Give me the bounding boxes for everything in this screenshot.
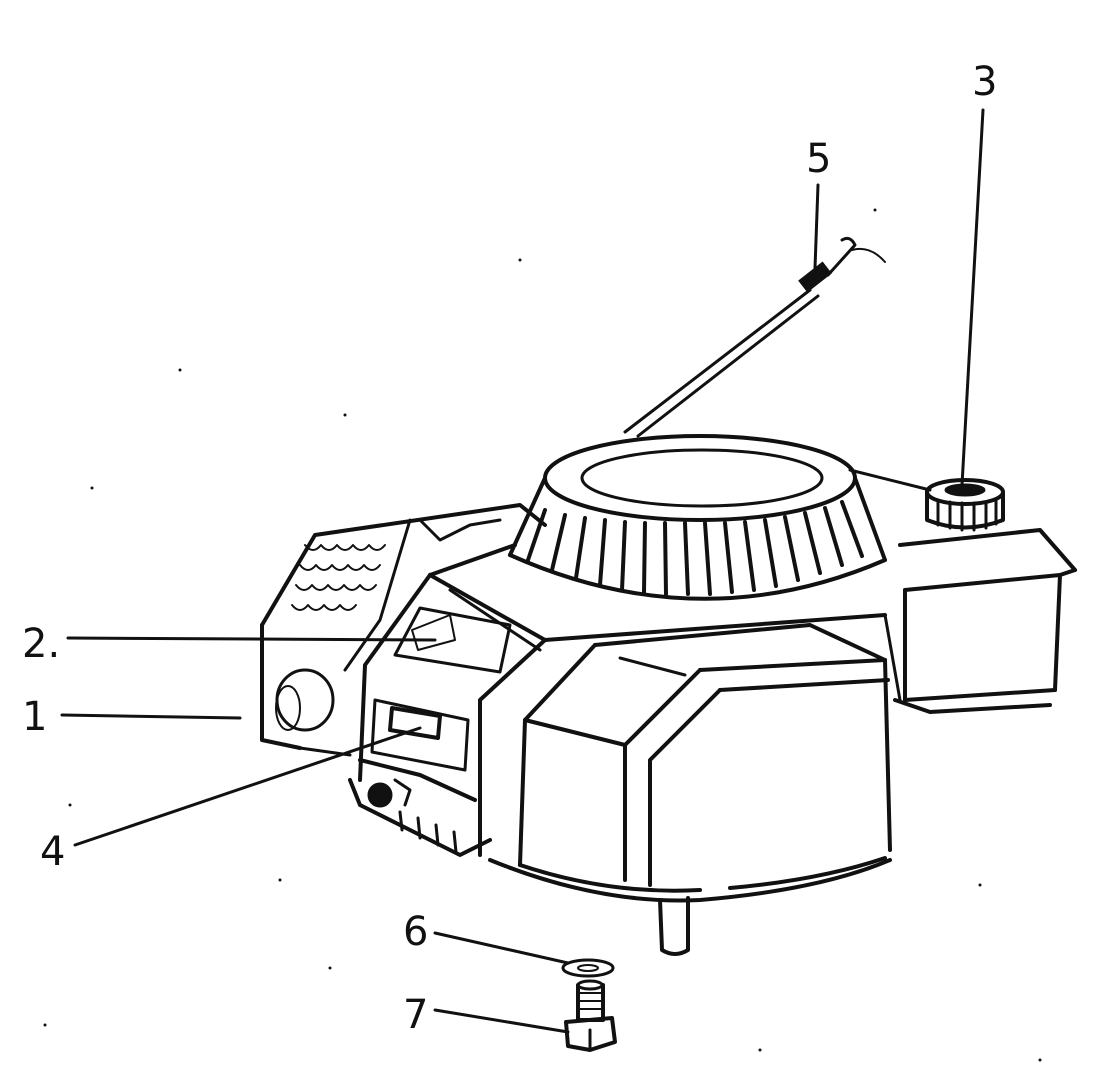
leader-line-5 bbox=[813, 183, 820, 270]
fuel-cap bbox=[925, 478, 1005, 532]
engine-shroud bbox=[358, 543, 902, 857]
air-filter-housing bbox=[488, 623, 892, 903]
crankshaft bbox=[658, 896, 690, 956]
callout-label-6: 6 bbox=[403, 909, 428, 955]
callout-label-7: 7 bbox=[403, 992, 428, 1038]
fuel-tank bbox=[848, 468, 1077, 714]
leader-line-3 bbox=[960, 108, 985, 487]
recoil-starter-housing bbox=[508, 434, 887, 601]
callout-6: 6 bbox=[403, 909, 570, 965]
callouts: 1 2. 3 4 5 6 7 bbox=[22, 59, 997, 1038]
leader-line-1 bbox=[60, 713, 242, 720]
throttle-cable bbox=[623, 236, 886, 438]
leader-line-2 bbox=[66, 636, 437, 642]
callout-label-5: 5 bbox=[806, 136, 831, 182]
cylinder-fin-block bbox=[260, 503, 547, 757]
washer bbox=[561, 958, 615, 978]
callout-5: 5 bbox=[806, 136, 831, 270]
carburetor-linkage bbox=[348, 758, 492, 857]
callout-7: 7 bbox=[403, 992, 570, 1038]
leader-line-4 bbox=[73, 726, 422, 847]
callout-3: 3 bbox=[960, 59, 997, 487]
callout-label-3: 3 bbox=[972, 59, 997, 105]
print-specks bbox=[43, 208, 1042, 1062]
leader-line-7 bbox=[433, 1008, 570, 1034]
leader-line-6 bbox=[433, 931, 570, 965]
callout-label-1: 1 bbox=[22, 694, 47, 740]
callout-label-2: 2. bbox=[22, 621, 60, 667]
callout-4: 4 bbox=[40, 726, 422, 875]
bolt bbox=[564, 979, 617, 1052]
callout-2: 2. bbox=[22, 621, 437, 667]
callout-1: 1 bbox=[22, 694, 242, 740]
engine-drawing bbox=[43, 208, 1077, 1062]
callout-label-4: 4 bbox=[40, 829, 65, 875]
